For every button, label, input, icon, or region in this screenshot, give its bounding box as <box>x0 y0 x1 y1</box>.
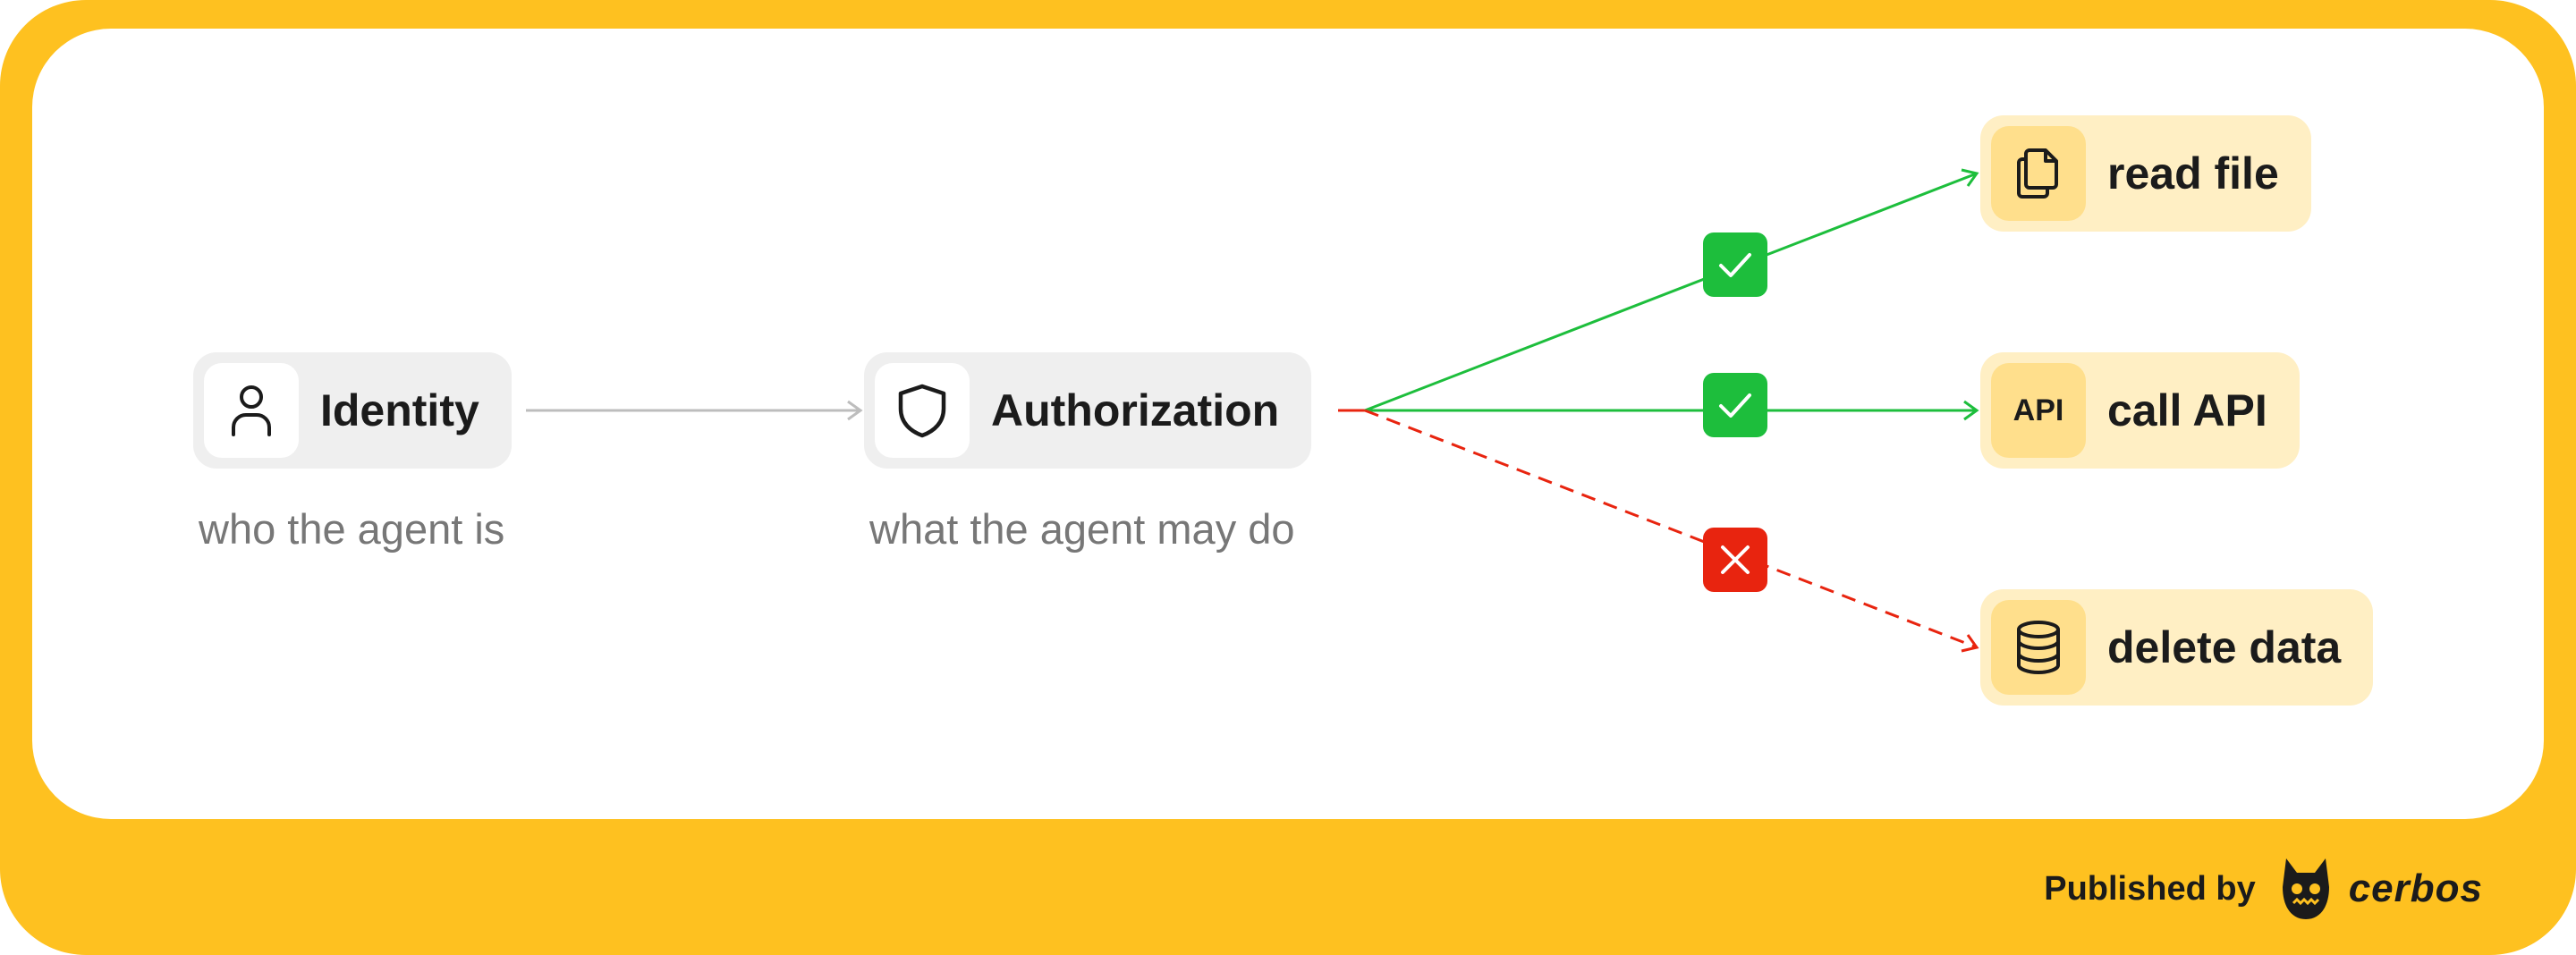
footer: Published by cerbos <box>2044 851 2483 926</box>
check-icon <box>1719 253 1751 277</box>
edge-identity-authorization <box>526 400 863 421</box>
identity-caption: who the agent is <box>199 505 505 553</box>
cerbos-logo <box>2282 858 2329 919</box>
edge-authorization-delete-data <box>1364 409 1979 653</box>
edge-authorization-call-api <box>1365 400 1979 421</box>
denied-badge-delete-data <box>1703 528 1767 592</box>
check-icon <box>1719 393 1751 418</box>
api-icon: API <box>1991 363 2086 458</box>
user-icon <box>204 363 299 458</box>
brand-name: cerbos <box>2348 866 2483 910</box>
authorization-caption: what the agent may do <box>869 505 1295 553</box>
call-api-label: call API <box>2107 385 2267 435</box>
delete-data-node: delete data <box>1980 589 2374 706</box>
authorization-label: Authorization <box>991 385 1280 435</box>
allowed-badge-call-api <box>1703 373 1767 437</box>
authorization-node: Authorization <box>864 352 1312 469</box>
read-file-node: read file <box>1980 115 2311 232</box>
api-icon-text: API <box>2012 393 2064 427</box>
published-by-text: Published by <box>2044 869 2256 908</box>
database-icon <box>1991 600 2086 695</box>
read-file-label: read file <box>2107 148 2279 199</box>
identity-node: Identity <box>193 352 512 469</box>
identity-label: Identity <box>320 385 479 435</box>
shield-icon <box>875 363 970 458</box>
files-icon <box>1991 126 2086 221</box>
call-api-node: API call API <box>1980 352 2300 469</box>
allowed-badge-read-file <box>1703 232 1767 297</box>
edge-authorization-read-file <box>1364 168 1979 412</box>
delete-data-label: delete data <box>2107 622 2342 672</box>
close-icon <box>1721 545 1750 574</box>
